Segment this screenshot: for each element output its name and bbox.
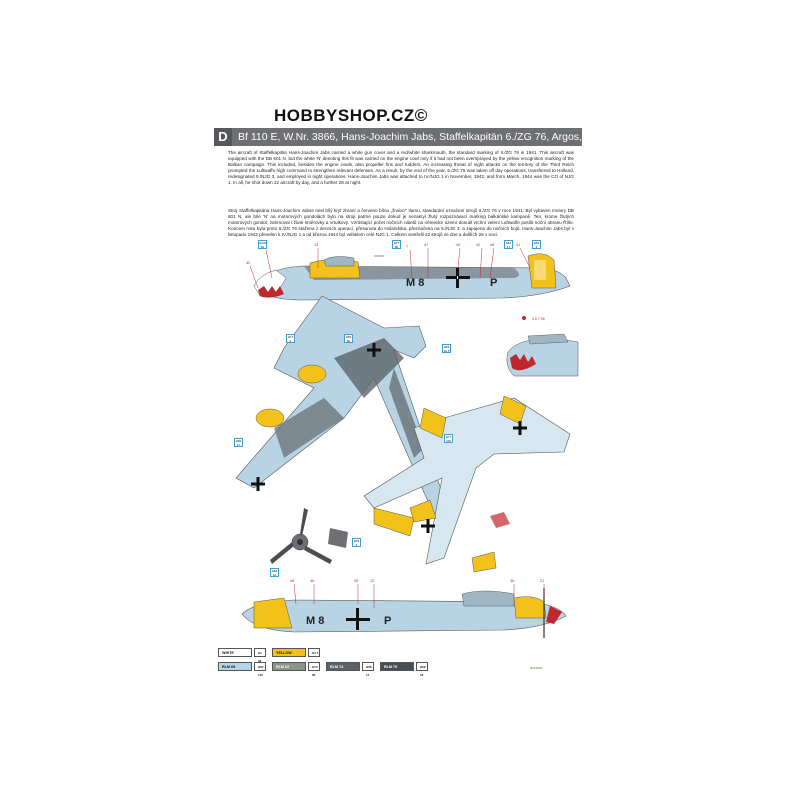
fuselage-code-m8-lower: M 8 xyxy=(306,615,324,627)
svg-text:47: 47 xyxy=(424,243,428,247)
paint-code-box: H77 4 xyxy=(286,334,295,343)
legend-rlm65-code: H67 115 xyxy=(254,662,266,677)
upper-side-profile: M 8 P 4.5.7 55 xyxy=(253,253,571,321)
eduard-signature: eduard xyxy=(530,665,543,670)
legend-rlm65: RLM 65 xyxy=(218,662,252,671)
description-czech: Stroj Staffelkapitána Hans-Joachim Jabse… xyxy=(228,208,574,238)
svg-text:36: 36 xyxy=(510,579,514,583)
description-english: The aircraft of Staffelkapitän Hans-Joac… xyxy=(228,150,574,186)
svg-text:42: 42 xyxy=(246,261,250,265)
fuselage-code-p-upper: P xyxy=(490,277,497,289)
paint-code-box: H90 17 xyxy=(234,438,243,447)
paint-code-box: H77 115 xyxy=(444,434,453,443)
legend-rlm75: RLM 75 xyxy=(380,662,414,671)
paint-code-box: H65 10.5 xyxy=(442,344,451,353)
callout-lines xyxy=(249,247,545,608)
svg-text:40: 40 xyxy=(456,243,460,247)
nose-detail xyxy=(506,333,579,377)
paint-code-box: GX23 62 xyxy=(258,240,267,249)
hobbyshop-watermark: HOBBYSHOP.CZ© xyxy=(274,106,428,125)
svg-text:21: 21 xyxy=(540,579,544,583)
legend-yellow-code: H4 4 xyxy=(308,648,320,657)
lower-surface-view xyxy=(363,395,571,573)
instruction-sheet: D Bf 110 E, W.Nr. 3866, Hans-Joachim Jab… xyxy=(214,128,608,677)
legend-rlm74-code: H68 17 xyxy=(362,662,374,677)
svg-text:48: 48 xyxy=(290,579,294,583)
paint-code-box: H77 80 xyxy=(392,240,401,249)
svg-text:42: 42 xyxy=(476,243,480,247)
lower-side-profile: M 8 P xyxy=(241,588,567,638)
legend-rlm74: RLM 74 xyxy=(326,662,360,671)
legend-yellow: YELLOW xyxy=(272,648,306,657)
svg-text:41: 41 xyxy=(516,243,520,247)
aircraft-drawings: M 8 P 4.5.7 55 xyxy=(235,243,579,638)
paint-code-box: H65 60 xyxy=(344,334,353,343)
svg-text:13: 13 xyxy=(314,243,318,247)
sheet-header: D Bf 110 E, W.Nr. 3866, Hans-Joachim Jab… xyxy=(214,128,608,146)
paint-code-box: H68 16 xyxy=(270,568,279,577)
legend-white: WHITE xyxy=(218,648,252,657)
stencil-small: 4.5.7 55 xyxy=(532,317,545,321)
svg-text:46: 46 xyxy=(310,579,314,583)
legend-rlm75-code: H69 16 xyxy=(416,662,428,677)
propeller-front-view xyxy=(270,508,348,564)
svg-text:35: 35 xyxy=(354,579,358,583)
fuselage-code-p-lower: P xyxy=(384,615,391,627)
legend-rlm02-code: H70 60 xyxy=(308,662,320,677)
legend-rlm02: RLM 02 xyxy=(272,662,306,671)
fuselage-code-m8-upper: M 8 xyxy=(406,277,424,289)
paint-code-box: H51 17 xyxy=(504,240,513,249)
scheme-letter: D xyxy=(214,128,232,146)
paint-code-box: H53 4 xyxy=(352,538,361,547)
upper-surface-view xyxy=(235,295,455,539)
svg-text:7: 7 xyxy=(406,245,408,249)
legend-white-code: H1 62 xyxy=(254,648,266,663)
svg-text:48: 48 xyxy=(490,243,494,247)
svg-text:12: 12 xyxy=(370,579,374,583)
paint-code-box: H53 4 xyxy=(532,240,541,249)
scheme-title: Bf 110 E, W.Nr. 3866, Hans-Joachim Jabs,… xyxy=(238,131,609,143)
